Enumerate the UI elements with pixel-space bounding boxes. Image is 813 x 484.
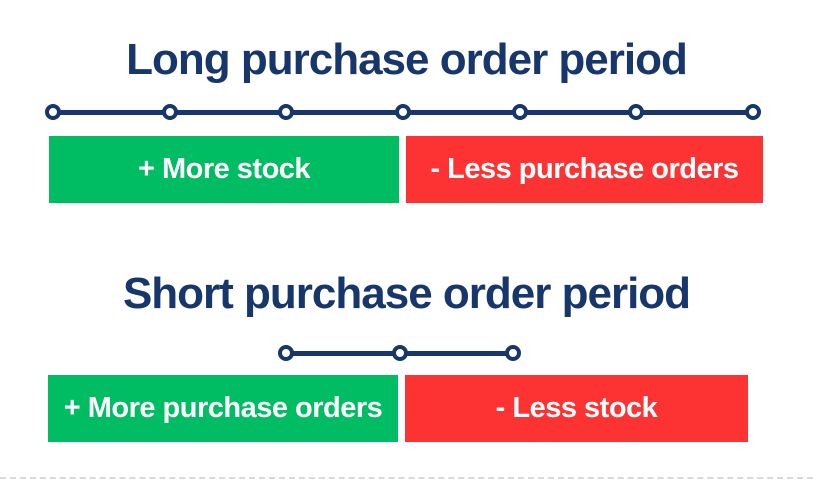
timeline-node xyxy=(161,104,178,120)
timeline-node xyxy=(278,345,294,361)
short-period-timeline xyxy=(278,345,522,362)
timeline-node xyxy=(45,104,61,120)
long-period-title: Long purchase order period xyxy=(126,35,688,84)
timeline-node xyxy=(628,104,645,120)
timeline-node xyxy=(278,104,295,120)
long-period-timeline xyxy=(45,104,762,121)
bottom-dashed-divider xyxy=(0,477,813,479)
short-period-title: Short purchase order period xyxy=(122,269,691,318)
timeline-node xyxy=(505,345,521,361)
less-stock-label: - Less stock xyxy=(495,392,658,424)
more-stock-box: + More stock xyxy=(49,136,399,203)
less-purchase-orders-box: - Less purchase orders xyxy=(406,136,763,203)
timeline-node xyxy=(395,104,411,120)
more-stock-label: + More stock xyxy=(137,153,311,185)
less-stock-box: - Less stock xyxy=(405,375,748,442)
timeline-node xyxy=(745,104,761,120)
more-purchase-orders-label: + More purchase orders xyxy=(63,392,383,424)
timeline-node xyxy=(391,345,408,361)
timeline-node xyxy=(511,104,528,120)
less-purchase-orders-label: - Less purchase orders xyxy=(430,153,739,185)
more-purchase-orders-box: + More purchase orders xyxy=(48,375,398,442)
